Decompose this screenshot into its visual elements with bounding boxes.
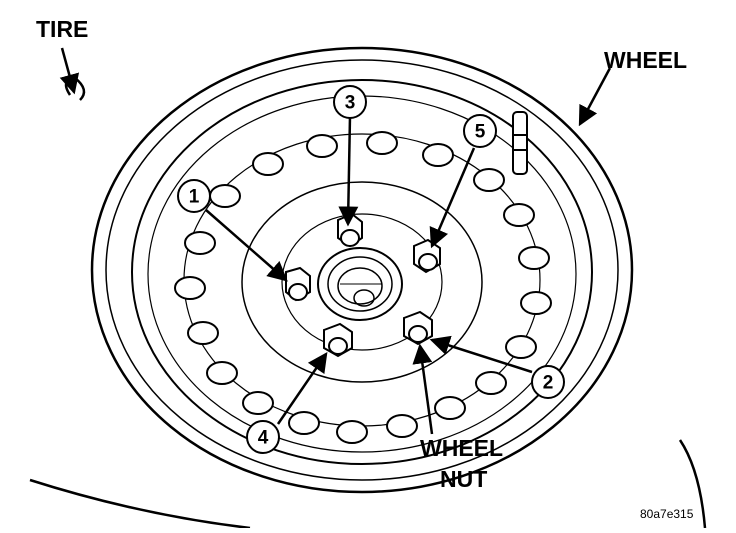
callout-2-number: 2 xyxy=(543,373,554,394)
arrow-wheel xyxy=(578,67,612,127)
lug-nut-2 xyxy=(403,310,433,346)
arrow-2 xyxy=(429,335,533,374)
wheel-vent-holes xyxy=(174,131,552,444)
lug-nut-1 xyxy=(285,266,311,302)
callout-4-number: 4 xyxy=(258,428,269,449)
valve-stem xyxy=(512,111,528,175)
callout-5-number: 5 xyxy=(475,122,486,143)
wheel-label: WHEEL xyxy=(604,47,687,73)
lug-nut-4 xyxy=(323,322,353,358)
arrow-4 xyxy=(276,351,328,425)
wheel-rim xyxy=(90,46,634,494)
arrow-3 xyxy=(338,115,359,227)
callout-2: 2 xyxy=(531,365,565,399)
wheel-nut-label-line2: NUT xyxy=(440,466,487,492)
tire-label: TIRE xyxy=(36,16,88,42)
arrow-wheel-nut xyxy=(412,343,434,435)
arrow-5 xyxy=(429,147,476,249)
arrow-1 xyxy=(205,209,288,282)
lug-nut-3 xyxy=(337,212,363,248)
callout-4: 4 xyxy=(246,420,280,454)
callout-arrows xyxy=(59,47,612,435)
callout-1-number: 1 xyxy=(189,187,200,208)
wheel-hub xyxy=(317,247,403,321)
callout-5: 5 xyxy=(463,114,497,148)
callout-1: 1 xyxy=(177,179,211,213)
callout-3-number: 3 xyxy=(345,93,356,114)
callout-3: 3 xyxy=(333,85,367,119)
arrow-tire xyxy=(59,47,80,95)
lug-nuts xyxy=(285,212,441,358)
figure-code: 80a7e315 xyxy=(640,507,694,521)
lug-nut-5 xyxy=(413,238,441,274)
wheel-nut-label-line1: WHEEL xyxy=(420,435,503,461)
